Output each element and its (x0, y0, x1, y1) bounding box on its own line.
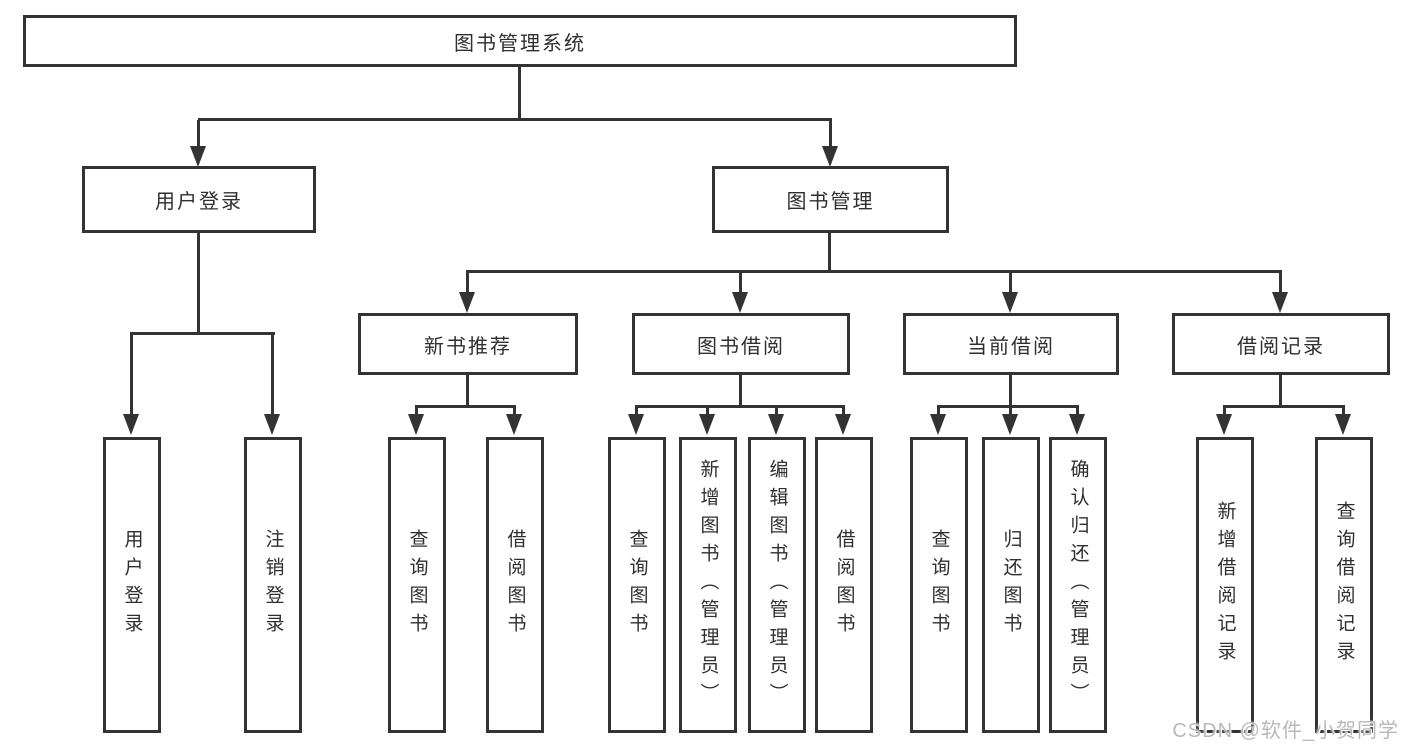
connector-arrow (628, 407, 644, 435)
connector-arrow (1272, 272, 1288, 313)
node-book-management: 图书管理 (712, 166, 949, 233)
node-library-system: 图书管理系统 (23, 15, 1017, 67)
node-label: 用户登录 (121, 529, 143, 641)
node-user-login: 用户登录 (82, 166, 316, 233)
node-label: 查询图书 (626, 529, 648, 641)
csdn-watermark: CSDN @软件_小贺同学 (1172, 720, 1399, 742)
connector-hline (635, 405, 845, 408)
connector-hline (198, 118, 832, 121)
connector-hline (466, 270, 1282, 273)
node-label: 借阅记录 (1237, 335, 1325, 358)
node-book-borrowing: 图书借阅 (632, 313, 850, 375)
leaf-confirm-return-admin: 确认归还（管理员） (1049, 437, 1107, 733)
connector-arrow (1216, 407, 1232, 435)
connector-arrow (459, 272, 475, 313)
leaf-logout: 注销登录 (244, 437, 302, 733)
connector-arrow (930, 407, 946, 435)
connector-arrow (1002, 407, 1018, 435)
leaf-query-books-borrowing: 查询图书 (608, 437, 666, 733)
node-new-book-recommend: 新书推荐 (358, 313, 578, 375)
connector-vline (466, 374, 469, 407)
connector-vline (1279, 374, 1282, 407)
node-label: 确认归还（管理员） (1067, 459, 1089, 711)
leaf-query-borrow-record: 查询借阅记录 (1315, 437, 1373, 733)
node-label: 图书管理 (786, 191, 875, 213)
connector-arrow (822, 120, 838, 167)
connector-vline (197, 233, 200, 335)
leaf-borrow-books: 借阅图书 (815, 437, 873, 733)
node-label: 新书推荐 (424, 335, 512, 358)
connector-arrow (1069, 407, 1085, 435)
leaf-return-books: 归还图书 (982, 437, 1040, 733)
connector-arrow (123, 334, 139, 435)
connector-hline (937, 405, 1079, 408)
node-label: 图书借阅 (697, 335, 785, 358)
connector-arrow (264, 334, 280, 435)
leaf-edit-books-admin: 编辑图书（管理员） (748, 437, 806, 733)
node-label: 借阅图书 (833, 529, 855, 641)
node-label: 查询借阅记录 (1333, 501, 1355, 669)
connector-hline (415, 405, 516, 408)
connector-arrow (1335, 407, 1351, 435)
connector-arrow (699, 407, 715, 435)
connector-vline (828, 233, 831, 273)
node-label: 借阅图书 (504, 529, 526, 641)
connector-hline (1223, 405, 1345, 408)
connector-arrow (190, 120, 206, 167)
leaf-add-books-admin: 新增图书（管理员） (679, 437, 737, 733)
leaf-add-borrow-record: 新增借阅记录 (1196, 437, 1254, 733)
node-label: 查询图书 (928, 529, 950, 641)
leaf-query-books-recommend: 查询图书 (388, 437, 446, 733)
node-borrowing-records: 借阅记录 (1172, 313, 1390, 375)
node-label: 当前借阅 (967, 335, 1055, 358)
leaf-query-books-current: 查询图书 (910, 437, 968, 733)
connector-arrow (1002, 272, 1018, 313)
leaf-user-login: 用户登录 (103, 437, 161, 733)
connector-arrow (408, 407, 424, 435)
connector-vline (518, 66, 521, 120)
node-label: 编辑图书（管理员） (766, 459, 788, 711)
node-current-borrowing: 当前借阅 (903, 313, 1119, 375)
connector-arrow (732, 272, 748, 313)
connector-vline (739, 374, 742, 407)
node-label: 新增借阅记录 (1214, 501, 1236, 669)
node-label: 图书管理系统 (454, 32, 586, 55)
node-label: 归还图书 (1000, 529, 1022, 641)
node-label: 新增图书（管理员） (697, 459, 719, 711)
connector-arrow (768, 407, 784, 435)
connector-arrow (506, 407, 522, 435)
connector-arrow (835, 407, 851, 435)
leaf-borrow-books-recommend: 借阅图书 (486, 437, 544, 733)
connector-hline (130, 332, 275, 335)
node-label: 注销登录 (262, 529, 284, 641)
connector-vline (1009, 374, 1012, 407)
node-label: 用户登录 (155, 191, 243, 213)
node-label: 查询图书 (406, 529, 428, 641)
